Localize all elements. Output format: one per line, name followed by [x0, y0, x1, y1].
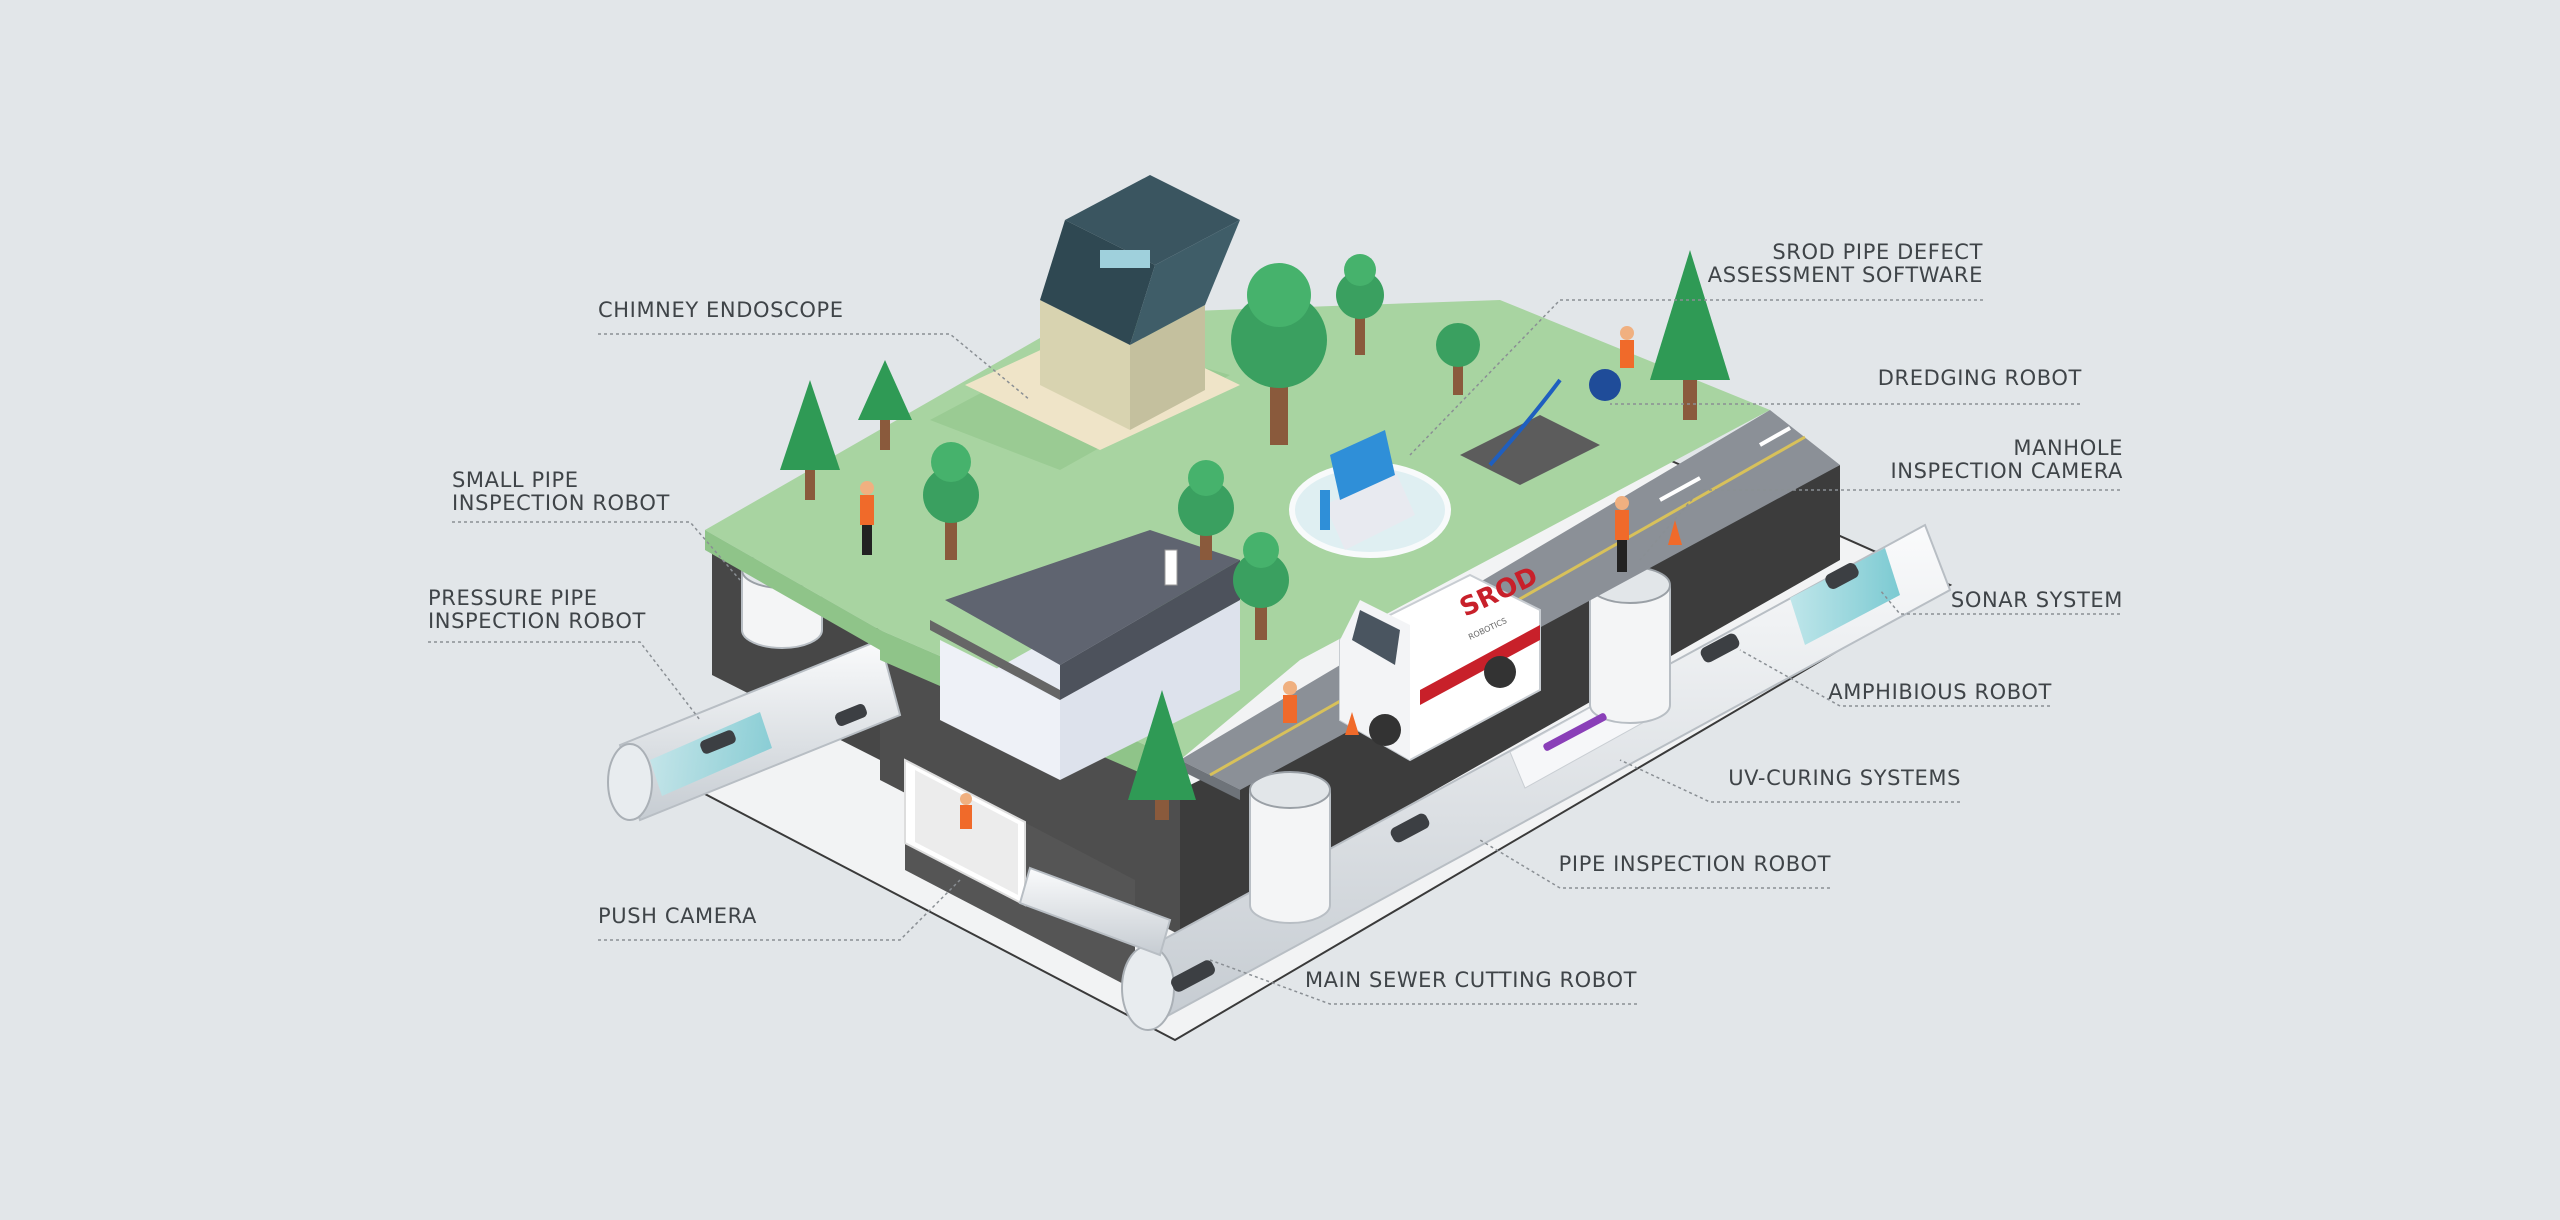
label-small-pipe-line-2: INSPECTION ROBOT [452, 491, 670, 515]
label-dredging-robot: DREDGING ROBOT [1878, 367, 2082, 390]
label-srod-pipe-defect-software: SROD PIPE DEFECT ASSESSMENT SOFTWARE [1708, 241, 1983, 287]
label-pressure-pipe-line-1: PRESSURE PIPE [428, 586, 598, 610]
label-pipe-inspection-robot: PIPE INSPECTION ROBOT [1559, 853, 1831, 876]
software-laptop [1289, 430, 1451, 558]
top-house [965, 175, 1240, 450]
label-pipe-inspection-robot-line-1: PIPE INSPECTION ROBOT [1558, 852, 1831, 876]
label-uv-curing-systems: UV-CURING SYSTEMS [1728, 767, 1961, 790]
label-chimney-endoscope-line-1: CHIMNEY ENDOSCOPE [598, 298, 844, 322]
label-uv-curing-line-1: UV-CURING SYSTEMS [1728, 766, 1961, 790]
label-small-pipe-line-1: SMALL PIPE [452, 468, 579, 492]
trees [780, 250, 1730, 820]
label-small-pipe-inspection-robot: SMALL PIPE INSPECTION ROBOT [452, 469, 670, 515]
label-pressure-pipe-line-2: INSPECTION ROBOT [428, 609, 646, 633]
label-main-sewer-cutting-line-1: MAIN SEWER CUTTING ROBOT [1304, 968, 1637, 992]
workers [860, 326, 1634, 829]
label-push-camera-line-1: PUSH CAMERA [598, 904, 757, 928]
label-dredging-robot-line-1: DREDGING ROBOT [1877, 366, 2082, 390]
leader-lines [428, 299, 2120, 1005]
label-manhole-camera-line-1: MANHOLE [2013, 436, 2123, 460]
pipe-robots [700, 563, 1859, 992]
label-manhole-inspection-camera: MANHOLE INSPECTION CAMERA [1891, 437, 2123, 483]
label-chimney-endoscope: CHIMNEY ENDOSCOPE [598, 299, 844, 322]
pipe-network [607, 523, 1952, 1031]
label-amphibious-robot: AMPHIBIOUS ROBOT [1828, 681, 2052, 704]
label-pressure-pipe-inspection-robot: PRESSURE PIPE INSPECTION ROBOT [428, 587, 646, 633]
bottom-house [930, 530, 1240, 780]
label-srod-software-line-1: SROD PIPE DEFECT [1772, 240, 1983, 264]
srod-van: SROD ROBOTICS [1339, 561, 1543, 762]
label-main-sewer-cutting-robot: MAIN SEWER CUTTING ROBOT [1305, 969, 1637, 992]
label-sonar-system: SONAR SYSTEM [1951, 589, 2123, 612]
label-push-camera: PUSH CAMERA [598, 905, 757, 928]
label-manhole-camera-line-2: INSPECTION CAMERA [1890, 459, 2123, 483]
dredging-pit [1460, 369, 1621, 485]
label-srod-software-line-2: ASSESSMENT SOFTWARE [1707, 263, 1983, 287]
traffic-cones [1345, 520, 1682, 735]
label-amphibious-robot-line-1: AMPHIBIOUS ROBOT [1828, 680, 2052, 704]
label-sonar-system-line-1: SONAR SYSTEM [1950, 588, 2123, 612]
